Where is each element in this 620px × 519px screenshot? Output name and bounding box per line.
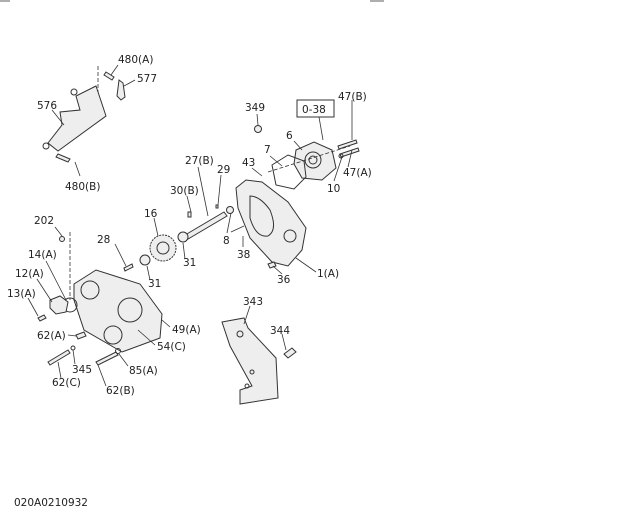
bracket-343	[221, 317, 279, 405]
label-7: 7	[264, 144, 271, 156]
bolt-13a	[37, 314, 47, 322]
bolt-47b	[337, 139, 358, 150]
label-10: 10	[327, 183, 340, 195]
label-577: 577	[137, 73, 157, 85]
label-0-38: 0-38	[302, 104, 326, 116]
gasket-7	[271, 154, 307, 190]
label-47a: 47(A)	[343, 167, 372, 179]
label-349: 349	[245, 102, 265, 114]
washer-345	[70, 345, 76, 351]
ref-box-0-38	[296, 99, 335, 118]
bolt-28	[123, 263, 134, 272]
label-16: 16	[144, 208, 158, 220]
bolt-62a	[75, 331, 87, 340]
label-345: 345	[72, 364, 92, 376]
label-54c: 54(C)	[157, 341, 186, 353]
bracket-576	[42, 66, 126, 163]
washer-85a	[115, 348, 121, 354]
label-62a: 62(A)	[37, 330, 66, 342]
label-202: 202	[34, 215, 54, 227]
nut-349	[254, 125, 262, 133]
label-576: 576	[37, 100, 57, 112]
label-480b: 480(B)	[65, 181, 100, 193]
diagram-code: 020A0210932	[14, 497, 88, 509]
gear-16	[149, 234, 177, 262]
bolt-344	[283, 347, 297, 359]
label-43: 43	[242, 157, 255, 169]
label-344: 344	[270, 325, 290, 337]
label-13a: 13(A)	[7, 288, 36, 300]
label-28: 28	[97, 234, 110, 246]
cover-12a	[49, 295, 69, 315]
bearing-31	[177, 231, 189, 243]
bolt-62b	[95, 351, 119, 366]
label-30b: 30(B)	[170, 185, 199, 197]
label-6: 6	[286, 130, 293, 142]
label-14a: 14(A)	[28, 249, 57, 261]
label-36: 36	[277, 274, 291, 286]
label-1a: 1(A)	[317, 268, 339, 280]
label-31-upper: 31	[183, 257, 196, 269]
stud-62c	[47, 349, 71, 366]
label-85a: 85(A)	[129, 365, 158, 377]
label-62b: 62(B)	[106, 385, 135, 397]
bearing-31	[139, 254, 151, 266]
label-480a: 480(A)	[118, 54, 153, 66]
label-38: 38	[237, 249, 250, 261]
label-47b: 47(B)	[338, 91, 367, 103]
cover-6	[293, 141, 337, 181]
label-12a: 12(A)	[15, 268, 44, 280]
label-49a: 49(A)	[172, 324, 201, 336]
label-31-lower: 31	[148, 278, 161, 290]
label-62c: 62(C)	[52, 377, 81, 389]
leader-lines	[27, 64, 353, 387]
label-343: 343	[243, 296, 263, 308]
label-8: 8	[223, 235, 230, 247]
housing-1a	[235, 179, 307, 267]
nut-202	[59, 236, 65, 242]
label-29: 29	[217, 164, 230, 176]
label-27b: 27(B)	[185, 155, 214, 167]
